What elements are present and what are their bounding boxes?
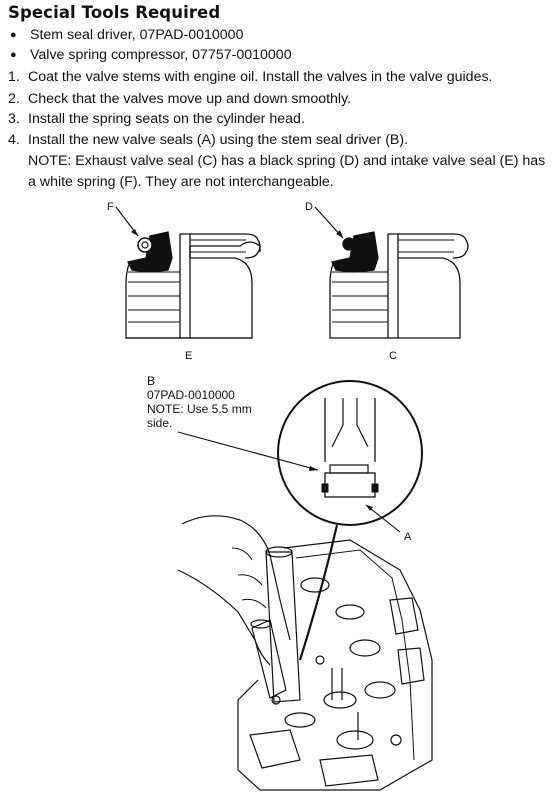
step-item: 3. Install the spring seats on the cylind…	[8, 109, 305, 129]
tool-item: ● Valve spring compressor, 07757-0010000	[8, 45, 292, 65]
page-title: Special Tools Required	[8, 3, 221, 22]
engine-cylinder-head-illustration	[177, 515, 433, 791]
tool-text: Stem seal driver, 07PAD-0010000	[30, 27, 244, 43]
callout-note: NOTE: Use 5.5 mm	[147, 402, 252, 416]
tool-text: Valve spring compressor, 07757-0010000	[30, 47, 292, 63]
step-number: 4.	[8, 132, 20, 148]
callout-part-number: 07PAD-0010000	[147, 388, 235, 402]
step-text: Install the spring seats on the cylinder…	[28, 111, 305, 127]
note-line: a white spring (F). They are not interch…	[28, 174, 334, 190]
label-a: A	[404, 531, 412, 543]
detail-magnifier	[277, 380, 423, 526]
step-item: 1. Coat the valve stems with engine oil. …	[8, 67, 493, 87]
bullet-icon: ●	[10, 49, 17, 61]
label-f: F	[107, 201, 114, 213]
exhaust-valve-seal-illustration	[329, 231, 469, 339]
step-text: Check that the valves move up and down s…	[28, 91, 352, 107]
label-c: C	[389, 350, 397, 362]
note-line: NOTE: Exhaust valve seal (C) has a black…	[28, 153, 546, 169]
label-e: E	[185, 350, 192, 362]
tool-item: ● Stem seal driver, 07PAD-0010000	[8, 25, 243, 45]
step-text: Install the new valve seals (A) using th…	[28, 132, 409, 148]
bullet-icon: ●	[10, 29, 17, 41]
step-number: 3.	[8, 111, 20, 127]
label-d: D	[305, 201, 313, 213]
step-number: 1.	[8, 69, 20, 85]
callout-b-label: B	[147, 374, 155, 388]
step-item: 2. Check that the valves move up and down…	[8, 89, 351, 109]
step-item: 4. Install the new valve seals (A) using …	[8, 130, 408, 150]
step-text: Coat the valve stems with engine oil. In…	[28, 69, 493, 85]
intake-valve-seal-illustration	[125, 231, 261, 339]
step-number: 2.	[8, 91, 20, 107]
callout-note-cont: side.	[147, 416, 172, 430]
